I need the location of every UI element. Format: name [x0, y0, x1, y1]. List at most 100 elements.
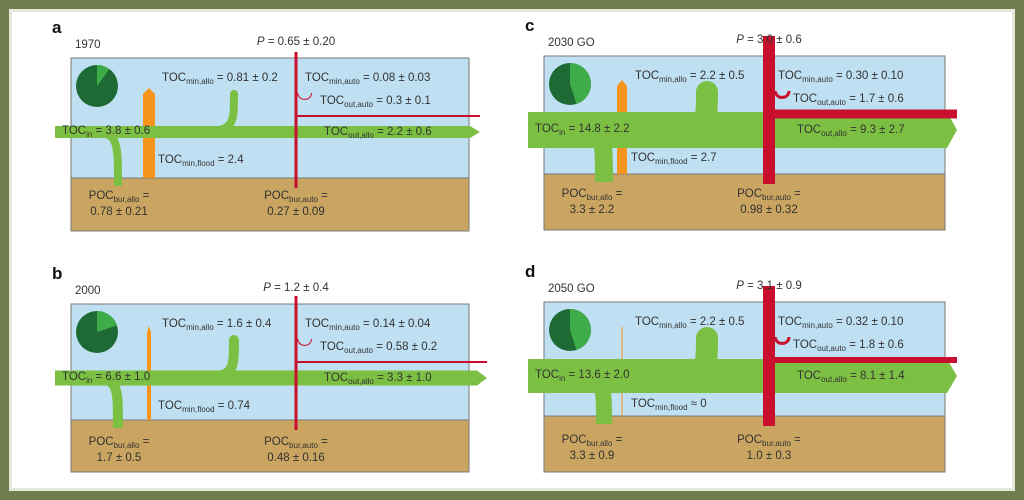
allochthonous-burial-flow [563, 368, 612, 425]
label-value: = 1.7 ± 0.6 [846, 93, 904, 105]
sediment-layer [543, 415, 946, 473]
label-main: TOC [778, 70, 803, 82]
water-layer [70, 57, 470, 179]
label-main: TOC [793, 339, 818, 351]
label-value: = [790, 188, 801, 200]
label-production: P = 3.1 ± 0.9 [736, 280, 801, 293]
label-subscript: bur,auto [289, 441, 318, 450]
panel-year: 2030 GO [548, 37, 595, 49]
panel-letter: d [525, 262, 536, 281]
label-value: = 0.32 ± 0.10 [832, 316, 904, 328]
label-main: TOC [631, 152, 656, 164]
label-subscript: in [559, 128, 566, 137]
label-value-line2: 0.27 ± 0.09 [267, 206, 325, 218]
label-subscript: min,auto [802, 321, 833, 330]
label-min-auto: TOCmin,auto = 0.14 ± 0.04 [305, 318, 431, 332]
label-subscript: in [559, 374, 566, 383]
label-out-auto: TOCout,auto = 0.58 ± 0.2 [320, 341, 438, 355]
label-value: = 0.14 ± 0.04 [359, 318, 431, 330]
label-main: TOC [62, 125, 87, 137]
label-value: = [139, 190, 150, 202]
label-min-auto: TOCmin,auto = 0.30 ± 0.10 [778, 70, 904, 84]
allochthonous-mineralization-flow [170, 90, 238, 136]
label-min-flood: TOCmin,flood = 2.4 [158, 154, 244, 168]
label-bur-allo: POCbur,allo =1.7 ± 0.5 [89, 436, 150, 465]
sediment-layer [70, 177, 470, 232]
panel-year: 1970 [75, 39, 101, 51]
label-main: POC [264, 436, 290, 448]
label-min-auto: TOCmin,auto = 0.32 ± 0.10 [778, 316, 904, 330]
label-subscript: out,allo [348, 131, 374, 140]
label-toc-in: TOCin = 14.8 ± 2.2 [535, 123, 630, 137]
label-subscript: min,auto [802, 75, 833, 84]
allochthonous-mineralization-flow [636, 81, 718, 141]
label-subscript: min,flood [655, 157, 688, 166]
label-main: TOC [320, 95, 345, 107]
label-production: P = 3.0 ± 0.6 [736, 34, 801, 47]
label-min-allo: TOCmin,allo = 1.6 ± 0.4 [162, 318, 271, 332]
label-main: TOC [320, 341, 345, 353]
autochthonous-mineralization-flow [773, 336, 791, 345]
label-value: = 0.81 ± 0.2 [213, 72, 278, 84]
label-main: TOC [305, 318, 330, 330]
label-toc-in: TOCin = 6.6 ± 1.0 [62, 371, 150, 385]
label-subscript: min,flood [182, 405, 215, 414]
label-main: POC [737, 188, 763, 200]
primary-production-flow [294, 52, 298, 188]
label-value: = 0.58 ± 0.2 [373, 341, 438, 353]
label-value-line2: 1.7 ± 0.5 [96, 452, 142, 464]
label-subscript: out,auto [344, 100, 373, 109]
figure-inner-border [9, 9, 1015, 491]
production-value: = 1.2 ± 0.4 [270, 282, 329, 294]
label-bur-allo: POCbur,allo =3.3 ± 2.2 [562, 188, 623, 217]
sediment-layer [70, 419, 470, 473]
label-subscript: bur,allo [113, 441, 140, 450]
label-value: = 2.7 [687, 152, 717, 164]
label-min-allo: TOCmin,allo = 2.2 ± 0.5 [635, 316, 744, 330]
label-main: TOC [158, 154, 183, 166]
panel-letter: b [52, 264, 63, 283]
allochthonous-mineralization-flow [169, 335, 239, 383]
label-value: = 3.3 ± 1.0 [373, 372, 432, 384]
label-main: TOC [324, 372, 349, 384]
production-symbol: P [256, 36, 265, 48]
label-subscript: min,allo [186, 323, 214, 332]
label-subscript: min,allo [659, 75, 687, 84]
label-production: P = 1.2 ± 0.4 [263, 282, 328, 295]
label-value: = 2.2 ± 0.6 [373, 126, 432, 138]
label-main: TOC [162, 318, 187, 330]
pie-chart-light-slice [97, 311, 117, 332]
label-min-auto: TOCmin,auto = 0.08 ± 0.03 [305, 72, 430, 86]
panel-year: 2000 [75, 285, 101, 297]
sediment-layer [543, 173, 946, 231]
label-main: POC [561, 188, 587, 200]
label-main: POC [737, 434, 763, 446]
label-value: = 8.1 ± 1.4 [846, 370, 905, 382]
production-symbol: P [263, 282, 271, 294]
label-value-line2: 0.48 ± 0.16 [267, 452, 325, 464]
label-subscript: out,allo [821, 129, 847, 138]
label-subscript: out,allo [348, 377, 374, 386]
label-min-flood: TOCmin,flood ≈ 0 [631, 398, 707, 412]
label-bur-allo: POCbur,allo =0.78 ± 0.21 [89, 190, 150, 219]
label-value: = 14.8 ± 2.2 [565, 123, 630, 135]
panel-letter: c [525, 16, 535, 35]
label-value-line2: 3.3 ± 2.2 [569, 204, 615, 216]
autochthonous-outflow [296, 115, 480, 117]
autochthonous-mineralization-flow [297, 338, 312, 346]
allochthonous-burial-flow [77, 128, 122, 187]
label-subscript: in [86, 130, 93, 139]
label-bur-auto: POCbur,auto =1.0 ± 0.3 [737, 434, 801, 463]
label-out-allo: TOCout,allo = 9.3 ± 2.7 [797, 124, 905, 138]
label-min-flood: TOCmin,flood = 0.74 [158, 400, 250, 414]
label-subscript: out,auto [817, 344, 846, 353]
label-bur-auto: POCbur,auto =0.98 ± 0.32 [737, 188, 801, 217]
label-main: TOC [162, 72, 187, 84]
label-min-allo: TOCmin,allo = 2.2 ± 0.5 [635, 70, 744, 84]
label-value: = 0.30 ± 0.10 [832, 70, 904, 82]
pie-chart-light-slice [97, 65, 110, 86]
label-value: = [139, 436, 150, 448]
label-main: POC [561, 434, 587, 446]
label-main: TOC [305, 72, 330, 84]
